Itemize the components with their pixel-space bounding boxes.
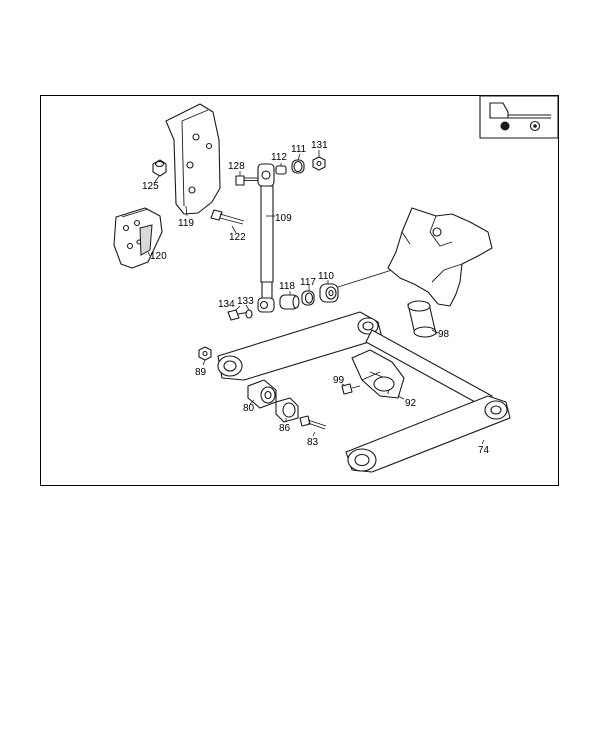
part-80-bushing <box>247 379 277 409</box>
label-112: 112 <box>271 152 287 163</box>
part-122-bolt <box>210 209 245 225</box>
label-92: 92 <box>405 398 417 409</box>
frame-bracket <box>387 207 493 307</box>
label-118: 118 <box>279 281 295 292</box>
part-109-shock-absorber <box>257 163 275 313</box>
label-89: 89 <box>195 367 207 378</box>
label-111: 111 <box>291 144 307 155</box>
part-98-sleeve <box>407 300 437 338</box>
label-117: 117 <box>300 277 316 288</box>
part-labels: 125 128 112 111 131 109 119 122 120 118 … <box>142 140 490 456</box>
label-128: 128 <box>228 161 245 172</box>
truck-rear-axle-icon <box>479 95 559 139</box>
part-74-lower-arm <box>345 395 511 473</box>
part-86-bushing <box>275 397 299 423</box>
label-122: 122 <box>229 232 246 243</box>
part-119-bracket <box>165 103 221 215</box>
label-133: 133 <box>237 296 254 307</box>
label-120: 120 <box>150 251 167 262</box>
part-111-bushing <box>291 159 305 174</box>
label-131: 131 <box>311 140 328 151</box>
label-83: 83 <box>307 437 319 448</box>
label-125: 125 <box>142 181 159 192</box>
part-112-bushing <box>275 165 287 175</box>
part-120-bracket <box>113 207 163 269</box>
part-117-bushing <box>301 290 315 306</box>
label-119: 119 <box>178 218 194 229</box>
label-86: 86 <box>279 423 291 434</box>
leader-lines <box>147 150 485 445</box>
label-109: 109 <box>275 213 292 224</box>
part-131-nut <box>312 156 326 171</box>
label-74: 74 <box>478 445 490 456</box>
label-98: 98 <box>438 329 450 340</box>
part-118-bushing <box>279 294 300 310</box>
part-99-bolt <box>341 383 361 395</box>
part-133-washer <box>245 309 253 319</box>
part-92-clamp <box>351 349 405 399</box>
part-128-bolt <box>235 175 258 186</box>
label-80: 80 <box>243 403 255 414</box>
part-125-nut <box>152 159 167 177</box>
part-110-bushing <box>319 283 339 303</box>
part-83-bolt <box>299 415 327 430</box>
label-99: 99 <box>333 375 345 386</box>
label-134: 134 <box>218 299 235 310</box>
label-110: 110 <box>318 271 334 282</box>
part-89-nut <box>198 346 212 361</box>
